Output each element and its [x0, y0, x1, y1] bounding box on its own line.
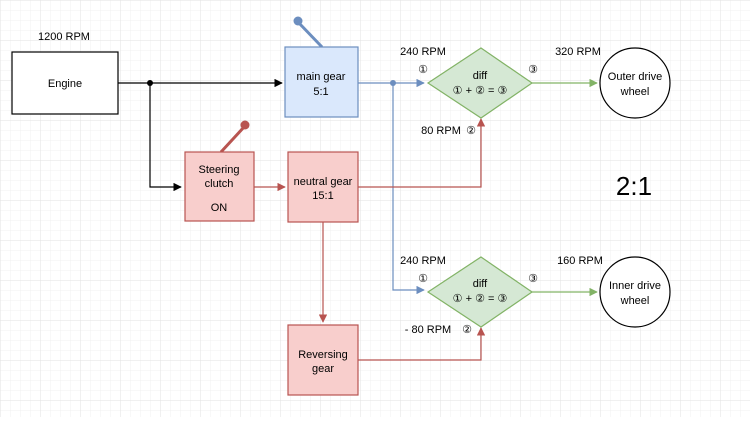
- inner-diff-in1-rpm: 240 RPM: [400, 255, 446, 267]
- outer-diff-in1-rpm: 240 RPM: [400, 46, 446, 58]
- steering-clutch-lever-icon: [219, 120, 250, 154]
- inner-diff-marker-3: ③: [528, 273, 538, 285]
- steering-clutch-state: ON: [211, 202, 228, 214]
- outer-wheel-label-2: wheel: [620, 86, 650, 98]
- edge-main-gear-inner-diff: [392, 83, 425, 295]
- outer-diff-marker-3: ③: [528, 64, 538, 76]
- inner-diff-title: diff: [473, 278, 488, 290]
- outer-diff-in2-rpm: 80 RPM: [421, 125, 461, 137]
- main-gear-ratio: 5:1: [313, 86, 328, 98]
- outer-diff-title: diff: [473, 70, 488, 82]
- edge-reversing-gear-inner-diff: [358, 327, 486, 361]
- outer-wheel-label-1: Outer drive: [608, 71, 662, 83]
- outer-diff-formula: ① + ② = ③: [453, 85, 508, 97]
- outer-diff-node[interactable]: diff ① + ② = ③: [426, 47, 534, 119]
- inner-diff-marker-2: ②: [462, 324, 472, 336]
- inner-diff-node[interactable]: diff ① + ② = ③: [426, 256, 534, 328]
- outer-diff-marker-1: ①: [418, 64, 428, 76]
- inner-diff-formula: ① + ② = ③: [453, 293, 508, 305]
- inner-diff-out-rpm: 160 RPM: [557, 255, 603, 267]
- neutral-gear-ratio: 15:1: [312, 190, 333, 202]
- inner-wheel-label-2: wheel: [620, 295, 650, 307]
- outer-diff-marker-2: ②: [466, 125, 476, 137]
- reversing-gear-node[interactable]: Reversing gear: [287, 324, 359, 396]
- main-gear-lever-icon: [293, 16, 324, 49]
- ratio-label: 2:1: [616, 171, 652, 201]
- inner-wheel-label-1: Inner drive: [609, 280, 661, 292]
- reversing-gear-label-2: gear: [312, 363, 334, 375]
- outer-diff-out-rpm: 320 RPM: [555, 46, 601, 58]
- engine-node[interactable]: Engine: [11, 51, 119, 115]
- main-gear-node[interactable]: main gear 5:1: [284, 46, 359, 118]
- inner-wheel-node[interactable]: Inner drive wheel: [599, 256, 671, 328]
- steering-clutch-label-1: Steering: [199, 164, 240, 176]
- steering-clutch-node[interactable]: Steering clutch ON: [184, 151, 255, 222]
- neutral-gear-label: neutral gear: [294, 176, 353, 188]
- engine-rpm-label: 1200 RPM: [38, 31, 90, 43]
- edge-neutral-gear-outer-diff: [358, 118, 486, 188]
- reversing-gear-label-1: Reversing: [298, 349, 348, 361]
- steering-clutch-label-2: clutch: [205, 178, 234, 190]
- outer-wheel-node[interactable]: Outer drive wheel: [599, 47, 671, 119]
- main-gear-label: main gear: [297, 71, 346, 83]
- inner-diff-marker-1: ①: [418, 273, 428, 285]
- engine-label: Engine: [48, 78, 82, 90]
- edge-engine-steering-clutch: [149, 83, 182, 192]
- neutral-gear-node[interactable]: neutral gear 15:1: [287, 151, 359, 223]
- inner-diff-in2-rpm: - 80 RPM: [405, 324, 451, 336]
